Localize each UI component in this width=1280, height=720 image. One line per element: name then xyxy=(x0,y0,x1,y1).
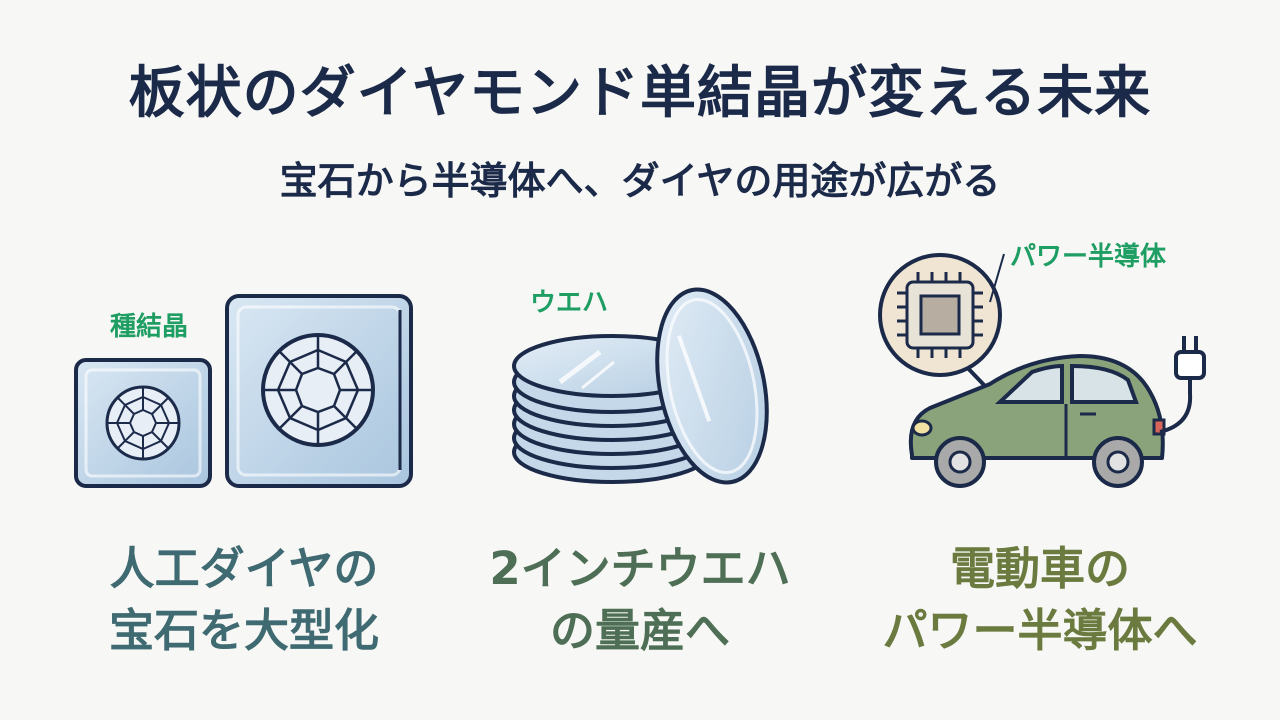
wafer-tag: ウエハ xyxy=(530,288,609,318)
caption-large-gem: 人工ダイヤの 宝石を大型化 xyxy=(44,538,444,662)
seed-crystal-tag: 種結晶 xyxy=(110,312,189,342)
electric-car-icon xyxy=(908,354,1166,488)
caption-line-1: 人工ダイヤの xyxy=(109,542,379,595)
diamond-seed-crystal-icon xyxy=(74,358,212,488)
page-title: 板状のダイヤモンド単結晶が変える未来 xyxy=(128,61,1152,126)
caption-line-1: 2インチウエハ xyxy=(489,542,791,595)
page-subtitle: 宝石から半導体へ、ダイヤの用途が広がる xyxy=(279,159,1001,203)
large-diamond-crystal-icon xyxy=(225,294,413,488)
chip-bubble xyxy=(878,253,1005,388)
plug-icon xyxy=(1159,336,1206,434)
chip-icon xyxy=(897,272,983,358)
caption-line-1: 電動車の xyxy=(949,542,1130,595)
wafer-stack-icon xyxy=(512,287,769,485)
power-semiconductor-tag: パワー半導体 xyxy=(1010,242,1167,272)
caption-ev-power-semiconductor: 電動車の パワー半導体へ xyxy=(840,538,1240,662)
caption-line-2: パワー半導体へ xyxy=(882,604,1198,657)
caption-line-2: 宝石を大型化 xyxy=(108,604,379,657)
caption-line-2: の量産へ xyxy=(549,604,730,657)
caption-wafer-mass-production: 2インチウエハ の量産へ xyxy=(440,538,840,662)
